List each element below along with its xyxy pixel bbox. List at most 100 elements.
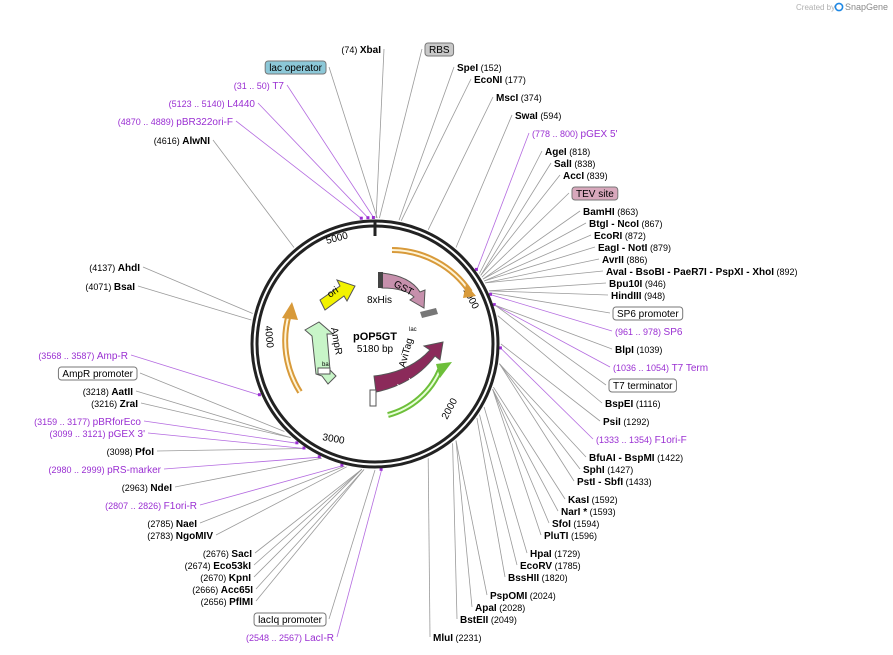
label-position: (3099 .. 3121) xyxy=(50,429,106,439)
leader-line xyxy=(500,343,601,422)
label-name: BssHII xyxy=(508,573,539,584)
leader-line xyxy=(398,66,455,221)
label-name: PsiI xyxy=(603,417,621,428)
label-name: T7 xyxy=(272,81,284,92)
label-text: BlpI (1039) xyxy=(615,345,662,356)
leader-line xyxy=(490,292,611,314)
leader-line xyxy=(199,465,343,506)
label-text: EcoNI (177) xyxy=(474,75,526,86)
label-position: (594) xyxy=(540,111,561,121)
label-msci: MscI (374) xyxy=(496,93,542,104)
label-name: PstI - SbfI xyxy=(577,477,623,488)
laci-arrow-icon xyxy=(373,341,444,393)
leader-line xyxy=(147,432,305,449)
label-text: (2666) Acc65I xyxy=(192,585,253,596)
label-text: (778 .. 800) pGEX 5' xyxy=(532,129,618,140)
label-nari: NarI * (1593) xyxy=(561,507,616,518)
label-psti-sbfi: PstI - SbfI (1433) xyxy=(577,477,652,488)
leader-line xyxy=(481,192,570,278)
label-bsshii: BssHII (1820) xyxy=(508,573,568,584)
label-text: ApaI (2028) xyxy=(475,603,525,614)
label-blpi: BlpI (1039) xyxy=(615,345,662,356)
arc-ampr-highlight xyxy=(284,313,301,393)
label-text: BspEI (1116) xyxy=(605,399,661,410)
label-position: (2670) xyxy=(200,573,226,583)
label-position: (4870 .. 4889) xyxy=(118,117,174,127)
label-t7-terminator: T7 terminator xyxy=(608,378,677,393)
ori-arrow-icon xyxy=(319,279,356,311)
primer-marker-icon xyxy=(371,216,375,219)
gst-arrow-icon xyxy=(381,272,426,309)
credit: Created by SnapGene xyxy=(796,2,888,12)
label-text: lac operator xyxy=(269,63,322,74)
label-text: SpeI (152) xyxy=(457,63,502,74)
leader-line xyxy=(257,102,369,219)
label-text: NarI * (1593) xyxy=(561,507,616,518)
label-text: BssHII (1820) xyxy=(508,573,568,584)
label-text: AvaI - BsoBI - PaeR7I - PspXI - XhoI (89… xyxy=(606,267,798,278)
label-name: PspOMI xyxy=(490,591,527,602)
label-box xyxy=(608,378,677,393)
label-name: pBR322ori-F xyxy=(176,117,233,128)
label-position: (961 .. 978) xyxy=(615,327,661,337)
primer-marker-icon xyxy=(359,216,363,220)
label-box xyxy=(612,306,684,321)
leader-line xyxy=(500,348,594,440)
label-text: (4071) BsaI xyxy=(85,282,135,293)
label-lac-operator: lac operator xyxy=(264,60,327,75)
label-text: (3218) AatII xyxy=(83,387,133,398)
label-l4440: (5123 .. 5140) L4440 xyxy=(169,99,256,110)
label-name: SalI xyxy=(554,159,572,170)
label-position: (892) xyxy=(777,267,798,277)
label-acc65i: (2666) Acc65I xyxy=(192,585,253,596)
label-name: NarI * xyxy=(561,507,587,518)
label-position: (1116) xyxy=(636,399,661,409)
leader-line xyxy=(490,294,613,332)
leader-line xyxy=(476,418,506,578)
label-name: Bpu10I xyxy=(609,279,643,290)
label-text: EcoRI (872) xyxy=(594,231,646,242)
leader-line xyxy=(499,363,581,470)
label-text: EagI - NotI (879) xyxy=(598,243,671,254)
leader-line xyxy=(137,285,252,321)
leader-line xyxy=(235,120,363,220)
label-name: AhdI xyxy=(118,263,140,274)
label-text: T7 terminator xyxy=(613,381,673,392)
label-psii: PsiI (1292) xyxy=(603,417,649,428)
avitag-icon xyxy=(420,308,438,318)
label-text: BstEII (2049) xyxy=(460,615,517,626)
label-position: (886) xyxy=(626,255,647,265)
primer-marker-icon xyxy=(379,467,383,471)
label-text: TEV site xyxy=(576,189,614,200)
label-text: (1036 .. 1054) T7 Term xyxy=(613,363,708,374)
leader-line xyxy=(254,468,363,554)
label-text: (2783) NgoMIV xyxy=(147,531,213,542)
leader-line xyxy=(455,440,473,608)
label-text: (1333 .. 1354) F1ori-F xyxy=(596,435,687,446)
leader-line xyxy=(497,315,603,404)
label-name: KpnI xyxy=(229,573,251,584)
label-position: (863) xyxy=(617,207,638,217)
label-name: T7 Term xyxy=(672,363,709,374)
label-name: Amp-R xyxy=(97,351,128,362)
arc-ampr-head xyxy=(282,302,298,320)
label-name: pRS-marker xyxy=(107,465,162,476)
label-position: (2676) xyxy=(203,549,229,559)
label-position: (2049) xyxy=(491,615,517,625)
label-text: (4137) AhdI xyxy=(89,263,140,274)
leader-line xyxy=(476,132,530,271)
tick-label-2000: 2000 xyxy=(440,396,460,421)
label-name: EcoRV xyxy=(520,561,552,572)
label-position: (1596) xyxy=(571,531,597,541)
label-position: (1427) xyxy=(607,465,633,475)
primer-marker-icon xyxy=(498,346,502,350)
label-text: SfoI (1594) xyxy=(552,519,599,530)
label-name: Acc65I xyxy=(221,585,253,596)
label-acci: AccI (839) xyxy=(563,171,608,182)
label-position: (3098) xyxy=(107,447,133,457)
label-position: (1292) xyxy=(623,417,649,427)
primer-marker-icon xyxy=(340,463,344,467)
primer-marker-icon xyxy=(257,393,261,397)
label-name: HpaI xyxy=(530,549,552,560)
